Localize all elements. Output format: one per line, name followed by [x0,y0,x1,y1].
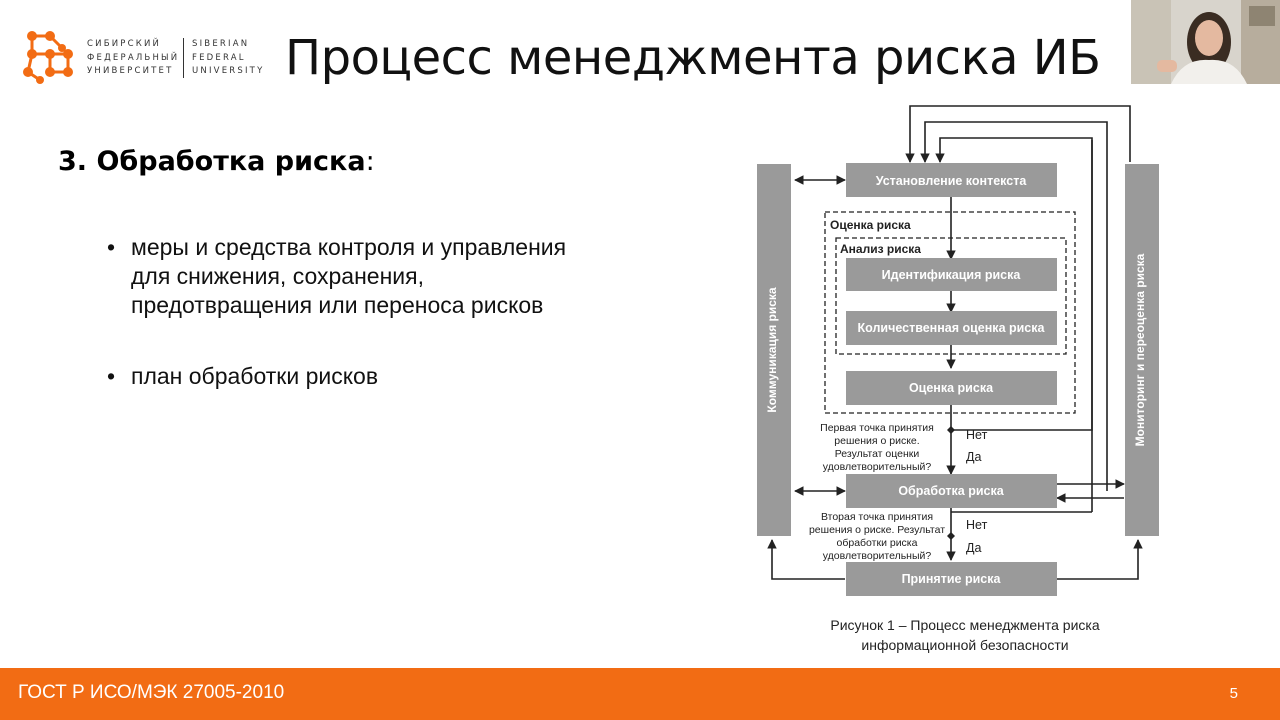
side-label-communication: Коммуникация риска [765,287,779,413]
webcam-video [1131,0,1280,84]
decision1-line: удовлетворительный? [823,461,932,473]
page-number: 5 [1230,685,1238,702]
logo-text-en: SIBERIAN FEDERAL UNIVERSITY [192,38,264,79]
bullet-line: план обработки рисков [131,362,665,391]
logo-divider [183,38,184,78]
decision1-line: Первая точка принятия [820,422,934,434]
decision2-line: Вторая точка принятия [821,511,933,523]
decision-node-2 [947,532,955,540]
side-label-monitoring: Мониторинг и переоценка риска [1133,253,1147,446]
arrow [1057,540,1138,579]
section-heading-suffix: : [366,146,375,177]
bullet-line: предотвращения или переноса рисков [131,291,665,320]
bullet-item: • план обработки рисков [105,362,665,391]
logo-text-ru: СИБИРСКИЙ ФЕДЕРАЛЬНЫЙ УНИВЕРСИТЕТ [87,38,179,79]
decision1-no: Нет [966,428,988,442]
decision1-line: Результат оценки [835,448,920,460]
bullet-line: меры и средства контроля и управления [131,233,665,262]
group-risk-analysis-label: Анализ риска [840,242,921,256]
decision2-no: Нет [966,518,988,532]
footer-bar: ГОСТ Р ИСО/МЭК 27005-2010 5 [0,668,1280,720]
decision2-yes: Да [966,541,981,555]
section-heading: 3. Обработка риска: [58,146,375,177]
arrow [910,106,1130,162]
decision-node-1 [947,426,955,434]
logo-ru-line: ФЕДЕРАЛЬНЫЙ [87,52,179,66]
risk-process-diagram: Оценка риска Анализ риска Коммуникация р… [750,100,1170,600]
decision2-line: удовлетворительный? [823,550,932,562]
slide-title: Процесс менеджмента риска ИБ [285,30,1101,86]
box-quantitative-label: Количественная оценка риска [858,321,1046,335]
box-accept-label: Принятие риска [902,572,1002,586]
caption-line: информационной безопасности [790,635,1140,655]
box-treatment-label: Обработка риска [898,484,1004,498]
figure-caption: Рисунок 1 – Процесс менеджмента риска ин… [790,615,1140,655]
bullet-line: для снижения, сохранения, [131,262,665,291]
logo-ru-line: УНИВЕРСИТЕТ [87,65,179,79]
group-risk-assessment-label: Оценка риска [830,218,911,232]
caption-line: Рисунок 1 – Процесс менеджмента риска [790,615,1140,635]
logo-mark-icon [20,26,80,88]
decision1-line: решения о риске. [834,435,919,447]
decision2-line: решения о риске. Результат [809,524,945,536]
decision2-line: обработки риска [837,537,918,549]
logo-ru-line: СИБИРСКИЙ [87,38,179,52]
section-heading-bold: 3. Обработка риска [58,146,366,177]
box-identify-label: Идентификация риска [882,268,1022,282]
footer-standard: ГОСТ Р ИСО/МЭК 27005-2010 [18,682,284,704]
decision1-yes: Да [966,450,981,464]
box-context-label: Установление контекста [876,174,1028,188]
bullet-list: • меры и средства контроля и управления … [105,233,665,391]
logo-en-line: SIBERIAN [192,38,264,52]
logo-en-line: FEDERAL [192,52,264,66]
bullet-item: • меры и средства контроля и управления … [105,233,665,320]
bullet-dot-icon: • [107,233,115,262]
logo-en-line: UNIVERSITY [192,65,264,79]
box-evaluate-label: Оценка риска [909,381,994,395]
presenter-video-icon [1131,0,1280,84]
university-logo: СИБИРСКИЙ ФЕДЕРАЛЬНЫЙ УНИВЕРСИТЕТ SIBERI… [20,26,270,90]
bullet-dot-icon: • [107,362,115,391]
